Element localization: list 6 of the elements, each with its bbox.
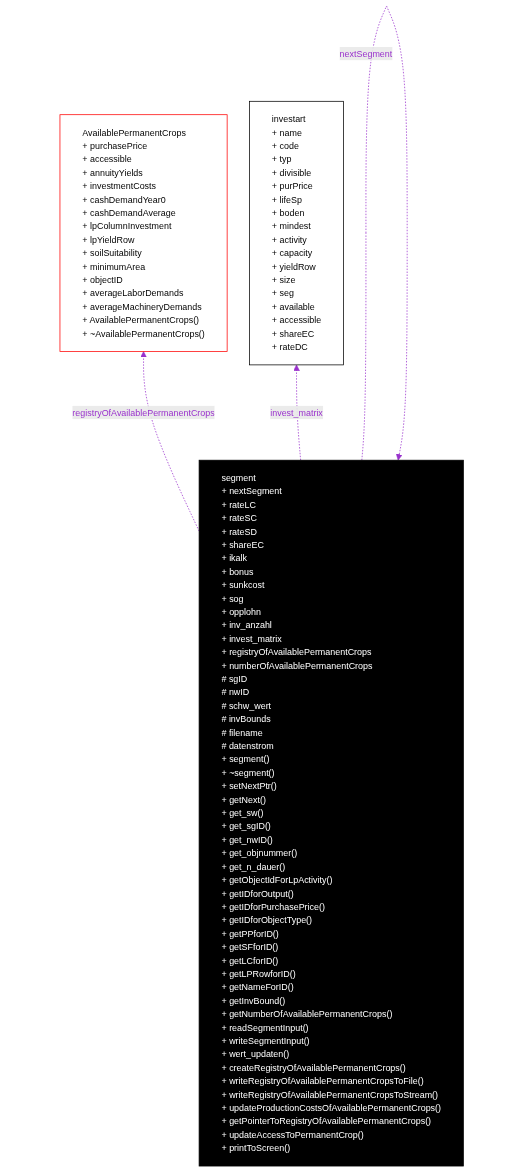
edge-label: nextSegment	[339, 48, 393, 59]
node-box: segment + nextSegment + rateLC + rateSC + rateSD + shareEC + ikalk + bonus + sunkcost + sog + opplohn + inv_anzahl + invest_matrix + registryOfAvailablePermanentCrops + numberOfAvailablePermanentCrops # sgID # nwID # schw_wert # invBounds # filename # datenstrom + segment() + ~segment() + setNextPtr() + getNext() + get_sw() + get_sgID() + get_nwID() + get_objnummer() + get_n_dauer() + getObjectIdForLpActivity() + getIDforOutput() + getIDforPurchasePrice() + getIDforObjectType() + getPPforID() + getSFforID() + getLCforID() + getLPRowforID() + getNameForID() + getInvBound() + getNumberOfAvailablePermanentCrops() + readSegmentInput() + writeSegmentInput() + wert_updaten() + createRegistryOfAvailablePermanentCrops() + writeRegistryOfAvailablePermanentCropsToFile() + writeRegistryOfAvailablePermanentCropsToStream() + updateProductionCostsOfAvailablePermanentCrops() + getPointerToRegistryOfAvailablePermanentCrops() + updateAccessToPermanentCrop() + printToScreen()	[198, 459, 464, 1167]
node-box: AvailablePermanentCrops + purchasePrice + accessible + annuityYields + investmentCosts + cashDemandYear0 + cashDemandAverage + lpColumnInvestment + lpYieldRow + soilSuitability + minimumArea + objectID + averageLaborDemands + averageMachineryDemands + AvailablePermanentCrops() + ~AvailablePermanentCrops()	[59, 114, 228, 352]
edge-label: registryOfAvailablePermanentCrops	[72, 407, 215, 418]
node-box: investart + name + code + typ + divisible + purPrice + lifeSp + boden + mindest + activity + capacity + yieldRow + size + seg + available + accessible + shareEC + rateDC	[248, 100, 344, 366]
edge-label: invest_matrix	[270, 407, 323, 418]
